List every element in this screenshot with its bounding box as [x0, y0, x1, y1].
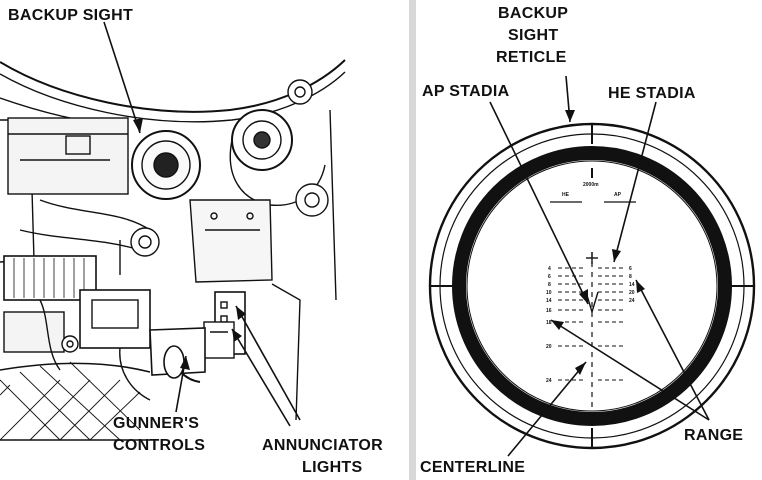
- label-gunners-controls-line2: CONTROLS: [113, 437, 205, 454]
- range-left-0: 4: [548, 266, 551, 272]
- range-right-3: 20: [629, 290, 635, 296]
- reticle-left-range-numbers: 4 6 8 10 14 16 18 20 24: [546, 266, 552, 384]
- range-left-6: 18: [546, 320, 552, 326]
- reticle-top-cross: [586, 252, 598, 264]
- range-left-7: 20: [546, 344, 552, 350]
- label-he-stadia: HE STADIA: [608, 85, 696, 102]
- label-range: RANGE: [684, 427, 743, 444]
- label-ap-stadia: AP STADIA: [422, 83, 510, 100]
- range-left-8: 24: [546, 378, 552, 384]
- label-gunners-controls-line1: GUNNER'S: [113, 415, 199, 432]
- label-centerline: CENTERLINE: [420, 459, 525, 476]
- label-backup-sight-reticle-line3: RETICLE: [496, 49, 567, 66]
- label-annunciator-line1: ANNUNCIATOR: [262, 437, 383, 454]
- range-left-4: 14: [546, 298, 552, 304]
- reticle-he-tag: HE: [562, 192, 570, 198]
- range-left-2: 8: [548, 282, 551, 288]
- panel-divider: [409, 0, 416, 480]
- range-left-3: 10: [546, 290, 552, 296]
- range-right-2: 14: [629, 282, 635, 288]
- label-backup-sight-reticle-line2: SIGHT: [508, 27, 558, 44]
- reticle-top-mark: 2000m: [583, 182, 599, 188]
- equipment-illustration: [0, 59, 346, 441]
- label-backup-sight: BACKUP SIGHT: [8, 7, 133, 24]
- right-leader-lines: [489, 75, 710, 457]
- right-leader-arrowheads: [551, 110, 645, 375]
- reticle-cardinal-ticks: [430, 124, 754, 448]
- label-backup-sight-reticle-line1: BACKUP: [498, 5, 568, 22]
- range-right-0: 6: [629, 266, 632, 272]
- reticle-right-range-numbers: 6 8 14 20 24: [629, 266, 635, 304]
- label-annunciator-line2: LIGHTS: [302, 459, 362, 476]
- range-right-4: 24: [629, 298, 635, 304]
- reticle-ap-tag: AP: [614, 192, 622, 198]
- range-left-5: 16: [546, 308, 552, 314]
- range-left-1: 6: [548, 274, 551, 280]
- range-right-1: 8: [629, 274, 632, 280]
- left-leader-arrowheads: [133, 118, 246, 370]
